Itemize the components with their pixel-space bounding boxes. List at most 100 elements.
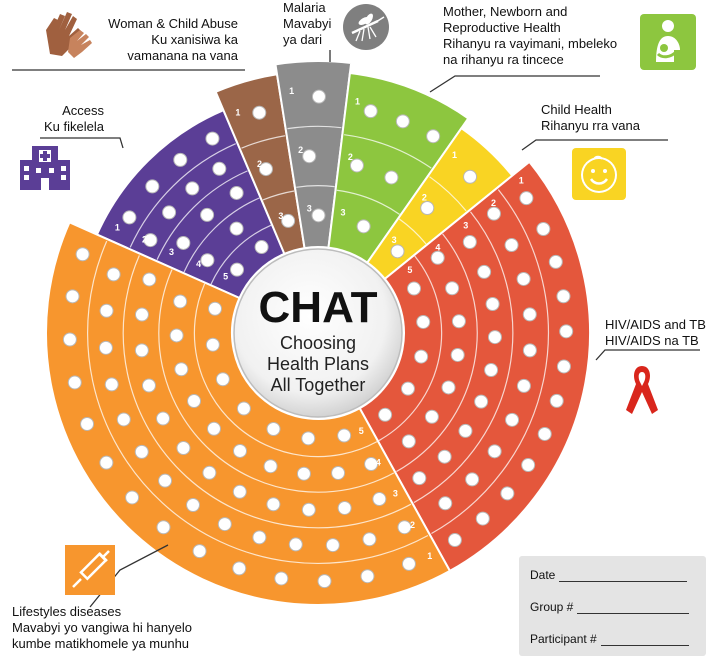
dot-lifestyle-5-5[interactable] — [205, 337, 220, 352]
dot-access-2-2[interactable] — [185, 181, 200, 196]
dot-access-3-2[interactable] — [229, 185, 244, 200]
dot-hiv-1-0[interactable] — [519, 191, 534, 206]
dot-lifestyle-2-8[interactable] — [134, 444, 149, 459]
dot-lifestyle-1-12[interactable] — [65, 289, 80, 304]
dot-hiv-3-0[interactable] — [462, 235, 477, 250]
dot-lifestyle-2-13[interactable] — [106, 267, 121, 282]
dot-lifestyle-3-9[interactable] — [134, 343, 149, 358]
dot-lifestyle-2-1[interactable] — [362, 532, 377, 547]
dot-child-3-0[interactable] — [390, 244, 405, 259]
dot-maternal-3-0[interactable] — [356, 219, 371, 234]
dot-hiv-4-6[interactable] — [401, 434, 416, 449]
dot-lifestyle-3-1[interactable] — [337, 500, 352, 515]
dot-hiv-1-10[interactable] — [475, 511, 490, 526]
dot-hiv-3-4[interactable] — [484, 363, 499, 378]
dot-lifestyle-5-6[interactable] — [208, 301, 223, 316]
dot-lifestyle-1-13[interactable] — [75, 247, 90, 262]
dot-abuse-1-0[interactable] — [252, 105, 267, 120]
dot-lifestyle-3-4[interactable] — [232, 484, 247, 499]
dot-lifestyle-2-0[interactable] — [397, 520, 412, 535]
dot-maternal-2-0[interactable] — [349, 158, 364, 173]
dot-lifestyle-2-11[interactable] — [98, 340, 113, 355]
dot-lifestyle-5-2[interactable] — [266, 421, 281, 436]
dot-access-1-2[interactable] — [173, 152, 188, 167]
dot-hiv-3-3[interactable] — [487, 330, 502, 345]
dot-lifestyle-1-8[interactable] — [99, 455, 114, 470]
dot-child-2-0[interactable] — [420, 201, 435, 216]
dot-lifestyle-3-2[interactable] — [301, 502, 316, 517]
dot-lifestyle-2-5[interactable] — [217, 517, 232, 532]
dot-hiv-4-0[interactable] — [430, 250, 445, 265]
dot-lifestyle-5-1[interactable] — [301, 431, 316, 446]
dot-lifestyle-4-5[interactable] — [206, 421, 221, 436]
dot-hiv-1-3[interactable] — [556, 289, 571, 304]
dot-lifestyle-1-11[interactable] — [62, 332, 77, 347]
dot-hiv-4-5[interactable] — [424, 409, 439, 424]
dot-lifestyle-2-2[interactable] — [325, 538, 340, 553]
dot-lifestyle-4-7[interactable] — [174, 362, 189, 377]
dot-lifestyle-4-2[interactable] — [296, 466, 311, 481]
dot-access-1-1[interactable] — [145, 179, 160, 194]
dot-hiv-1-9[interactable] — [500, 486, 515, 501]
dot-lifestyle-2-10[interactable] — [104, 377, 119, 392]
dot-hiv-1-2[interactable] — [548, 254, 563, 269]
dot-hiv-1-7[interactable] — [537, 426, 552, 441]
dot-hiv-5-1[interactable] — [416, 314, 431, 329]
dot-hiv-2-7[interactable] — [487, 444, 502, 459]
dot-lifestyle-5-4[interactable] — [215, 372, 230, 387]
dot-hiv-3-2[interactable] — [485, 296, 500, 311]
dot-hiv-1-6[interactable] — [549, 393, 564, 408]
dot-access-3-1[interactable] — [200, 207, 215, 222]
dot-malaria-1-0[interactable] — [311, 89, 326, 104]
dot-hiv-2-2[interactable] — [516, 271, 531, 286]
dot-lifestyle-5-3[interactable] — [236, 401, 251, 416]
dot-malaria-3-0[interactable] — [311, 208, 326, 223]
dot-lifestyle-4-3[interactable] — [263, 459, 278, 474]
dot-lifestyle-2-6[interactable] — [186, 497, 201, 512]
dot-abuse-3-0[interactable] — [281, 213, 296, 228]
dot-lifestyle-1-5[interactable] — [192, 544, 207, 559]
dot-hiv-2-6[interactable] — [505, 412, 520, 427]
dot-lifestyle-1-0[interactable] — [401, 556, 416, 571]
dot-hiv-3-6[interactable] — [458, 423, 473, 438]
dot-access-2-0[interactable] — [143, 233, 158, 248]
dot-lifestyle-1-10[interactable] — [67, 375, 82, 390]
dot-lifestyle-3-3[interactable] — [266, 497, 281, 512]
dot-hiv-2-4[interactable] — [522, 343, 537, 358]
dot-hiv-3-7[interactable] — [437, 449, 452, 464]
dot-lifestyle-2-3[interactable] — [288, 537, 303, 552]
dot-hiv-4-1[interactable] — [445, 281, 460, 296]
dot-lifestyle-3-11[interactable] — [142, 272, 157, 287]
dot-hiv-2-9[interactable] — [438, 496, 453, 511]
dot-abuse-2-0[interactable] — [258, 162, 273, 177]
dot-maternal-1-0[interactable] — [363, 104, 378, 119]
dot-access-3-0[interactable] — [176, 235, 191, 250]
dot-hiv-4-3[interactable] — [450, 347, 465, 362]
dot-lifestyle-3-0[interactable] — [372, 492, 387, 507]
dot-hiv-2-3[interactable] — [522, 307, 537, 322]
dot-hiv-5-4[interactable] — [378, 407, 393, 422]
dot-lifestyle-4-8[interactable] — [169, 328, 184, 343]
dot-lifestyle-1-2[interactable] — [317, 574, 332, 589]
dot-maternal-2-1[interactable] — [384, 170, 399, 185]
dot-hiv-1-11[interactable] — [447, 533, 462, 548]
dot-lifestyle-2-12[interactable] — [99, 303, 114, 318]
dot-hiv-5-3[interactable] — [400, 381, 415, 396]
dot-lifestyle-2-7[interactable] — [158, 473, 173, 488]
dot-hiv-1-8[interactable] — [521, 458, 536, 473]
dot-access-1-0[interactable] — [122, 210, 137, 225]
dot-lifestyle-3-8[interactable] — [141, 378, 156, 393]
dot-access-5-1[interactable] — [254, 240, 269, 255]
dot-lifestyle-2-9[interactable] — [116, 412, 131, 427]
dot-lifestyle-1-4[interactable] — [232, 561, 247, 576]
dot-lifestyle-4-6[interactable] — [187, 394, 202, 409]
dot-hiv-2-1[interactable] — [504, 238, 519, 253]
dot-hiv-4-2[interactable] — [451, 314, 466, 329]
dot-lifestyle-3-6[interactable] — [176, 441, 191, 456]
participant-line[interactable] — [600, 644, 689, 646]
dot-lifestyle-4-0[interactable] — [364, 457, 379, 472]
dot-lifestyle-4-1[interactable] — [331, 465, 346, 480]
dot-maternal-1-1[interactable] — [395, 114, 410, 129]
dot-access-1-3[interactable] — [205, 131, 220, 146]
dot-lifestyle-1-3[interactable] — [274, 571, 289, 586]
